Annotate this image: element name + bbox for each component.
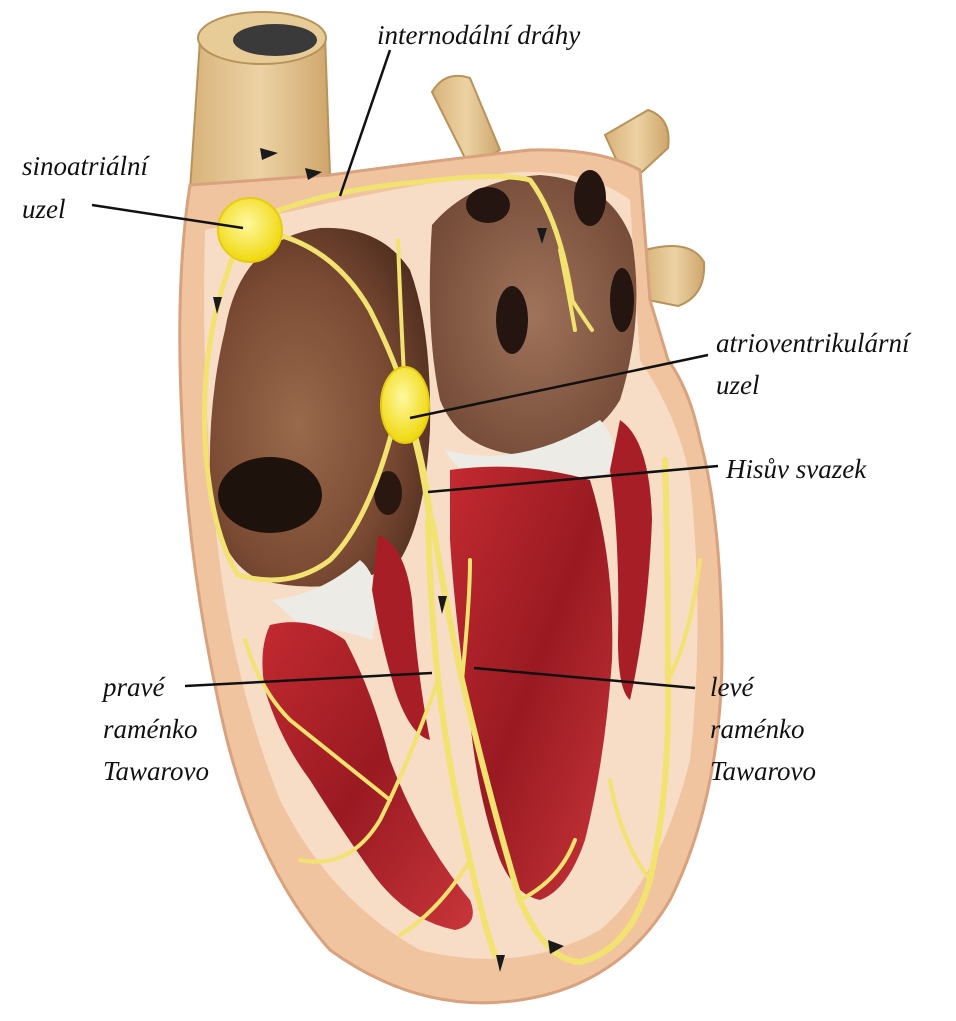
label-his-bundle: Hisův svazek <box>725 454 867 484</box>
pulmonary-vein-opening-4 <box>610 268 634 332</box>
label-left-bundle-line2: raménko <box>710 714 804 744</box>
label-right-bundle-line1: pravé <box>101 672 165 702</box>
right-atrium-opening <box>218 457 322 533</box>
label-right-bundle-line3: Tawarovo <box>103 756 209 786</box>
pulmonary-vein-opening-1 <box>466 187 510 223</box>
pulmonary-vein-3 <box>645 246 704 306</box>
atrioventricular-node <box>381 367 429 443</box>
pulmonary-vein-opening-3 <box>496 286 528 354</box>
label-av-node-line2: uzel <box>716 370 760 400</box>
label-left-bundle-line3: Tawarovo <box>710 756 816 786</box>
label-sinoatrial-node-line1: sinoatriální <box>22 151 151 181</box>
sinoatrial-node <box>218 198 282 262</box>
label-left-bundle-line1: levé <box>710 672 754 702</box>
label-right-bundle-line2: raménko <box>103 714 197 744</box>
label-sinoatrial-node-line2: uzel <box>22 194 66 224</box>
vena-cava-lumen <box>233 24 317 56</box>
pulmonary-vein-opening-2 <box>574 170 606 226</box>
label-av-node-line1: atrioventrikulární <box>716 328 912 358</box>
label-internodal-pathways: internodální dráhy <box>377 20 580 50</box>
left-atrium <box>430 175 637 455</box>
